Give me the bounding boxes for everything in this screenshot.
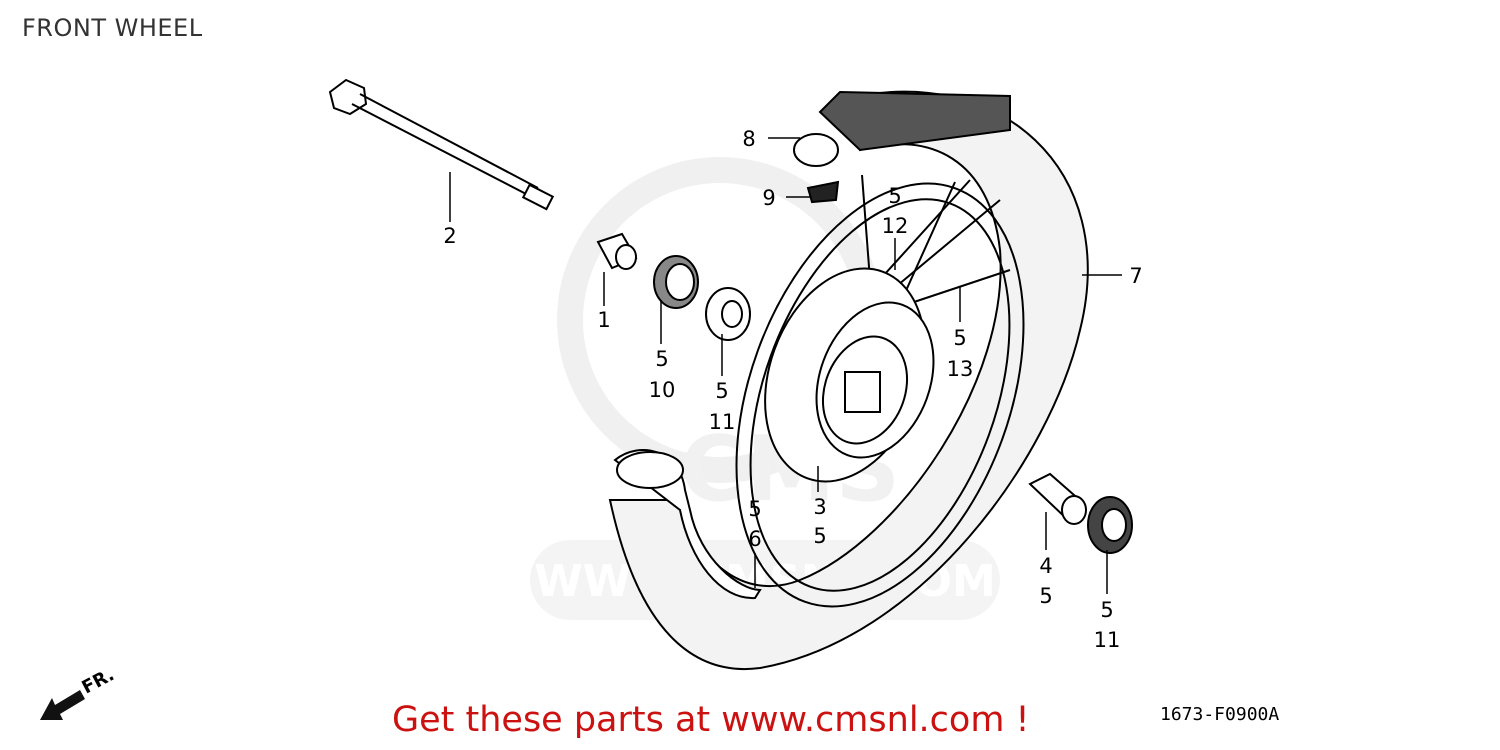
callout-5-rim-band: 5 bbox=[748, 497, 761, 521]
callout-4: 4 bbox=[1039, 554, 1052, 578]
callout-5-bearing-right: 5 bbox=[1100, 598, 1113, 622]
tire-part bbox=[608, 90, 1089, 670]
tube-part bbox=[793, 133, 840, 204]
callout-11-left: 11 bbox=[709, 410, 736, 434]
diagram-reference-code: 1673-F0900A bbox=[1160, 704, 1280, 725]
distance-collar-part bbox=[1028, 472, 1087, 525]
oil-seal-part bbox=[653, 255, 699, 309]
callout-7: 7 bbox=[1129, 264, 1142, 288]
callout-6: 6 bbox=[748, 527, 761, 551]
callout-9: 9 bbox=[762, 186, 775, 210]
callout-5-bearing-left: 5 bbox=[715, 379, 728, 403]
callout-3: 3 bbox=[813, 495, 826, 519]
front-label: FR. bbox=[78, 668, 117, 698]
collar-part bbox=[596, 232, 638, 270]
callout-labels: 2 1 5 10 5 11 8 9 5 12 7 5 13 3 5 5 6 4 … bbox=[443, 127, 1142, 652]
callout-1: 1 bbox=[597, 308, 610, 332]
callout-5-oil-seal: 5 bbox=[655, 347, 668, 371]
rim-band-part bbox=[613, 449, 762, 600]
callout-5-hub: 5 bbox=[813, 524, 826, 548]
callout-8: 8 bbox=[742, 127, 755, 151]
leader-lines bbox=[449, 137, 1122, 594]
bearing-left-part bbox=[705, 287, 751, 341]
callout-13: 13 bbox=[947, 357, 974, 381]
front-direction-indicator: FR. bbox=[40, 668, 118, 720]
promo-link[interactable]: Get these parts at www.cmsnl.com ! bbox=[392, 700, 1030, 740]
callout-11-right: 11 bbox=[1094, 628, 1121, 652]
callout-10: 10 bbox=[649, 378, 676, 402]
callout-12: 12 bbox=[882, 214, 909, 238]
front-arrow-icon bbox=[40, 690, 85, 720]
axle-part bbox=[328, 78, 555, 211]
hub-part bbox=[764, 267, 935, 483]
callout-2: 2 bbox=[443, 224, 456, 248]
page-title: FRONT WHEEL bbox=[22, 14, 203, 42]
callout-5-collar: 5 bbox=[1039, 584, 1052, 608]
callout-5-spoke-b: 5 bbox=[953, 326, 966, 350]
callout-5-spoke-a: 5 bbox=[888, 184, 901, 208]
bearing-right-part bbox=[1087, 496, 1133, 554]
